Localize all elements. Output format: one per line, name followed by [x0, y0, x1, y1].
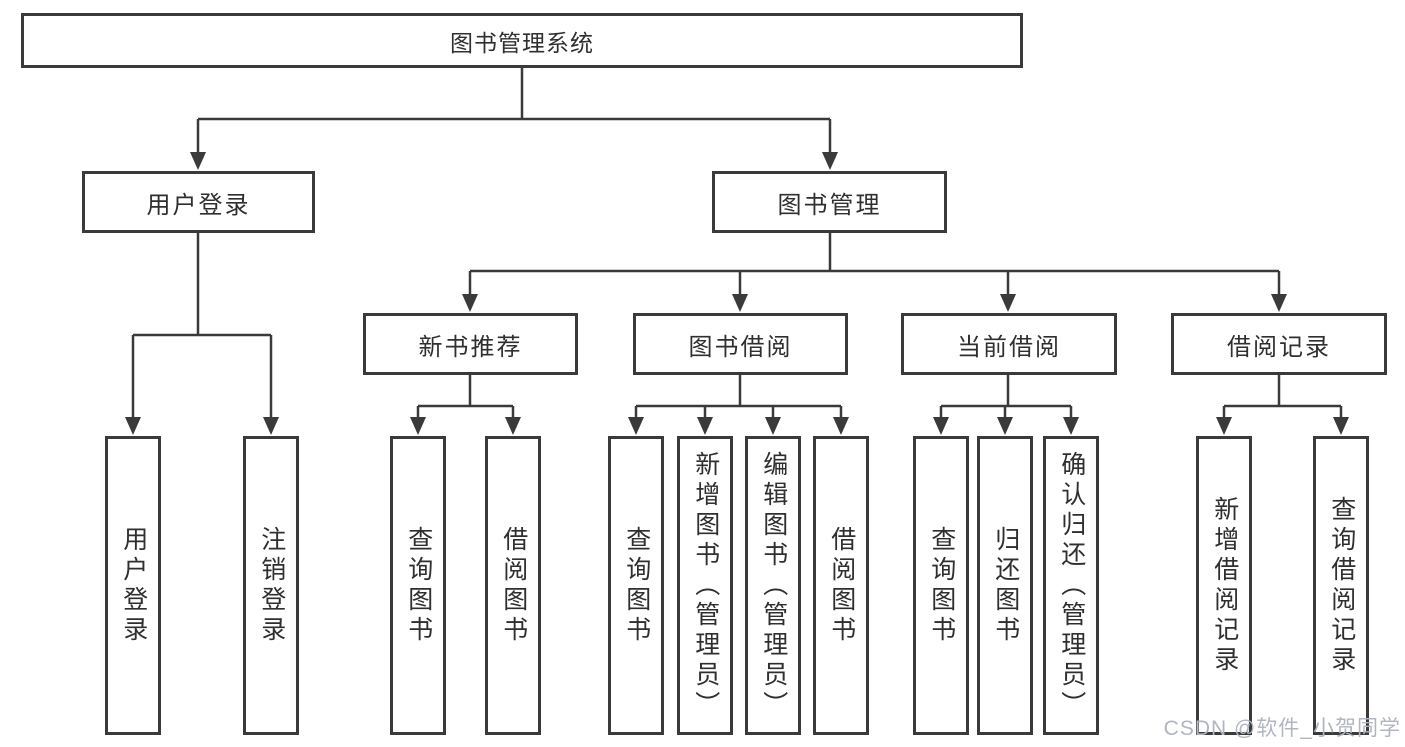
- node-root-label: 图书管理系统: [450, 29, 594, 56]
- watermark: CSDN @软件_小贺同学: [1163, 717, 1401, 740]
- leaf-query-books-current: 查询图书: [913, 436, 969, 735]
- leaf-logout: 注销登录: [243, 436, 299, 735]
- leaf-query-books-borrow: 查询图书: [608, 436, 664, 735]
- leaf-borrow-books: 借阅图书: [813, 436, 869, 735]
- leaf-query-borrow-record-label: 查询借阅记录: [1327, 495, 1356, 676]
- leaf-user-login-label: 用户登录: [119, 525, 148, 646]
- node-book-management-label: 图书管理: [777, 191, 882, 219]
- leaf-logout-label: 注销登录: [257, 525, 286, 646]
- node-new-book-recommend-label: 新书推荐: [418, 333, 523, 361]
- leaf-add-books-admin-label: 新增图书（管理员）: [691, 450, 720, 721]
- node-book-borrow: 图书借阅: [633, 313, 848, 375]
- node-root: 图书管理系统: [21, 13, 1023, 68]
- leaf-return-books: 归还图书: [977, 436, 1033, 735]
- node-current-borrow-label: 当前借阅: [957, 333, 1061, 361]
- leaf-borrow-books-recommend-label: 借阅图书: [499, 525, 528, 646]
- leaf-query-books-recommend: 查询图书: [390, 436, 446, 735]
- node-current-borrow: 当前借阅: [901, 313, 1117, 375]
- leaf-return-books-label: 归还图书: [991, 525, 1020, 646]
- leaf-add-borrow-record: 新增借阅记录: [1196, 436, 1252, 735]
- node-user-login: 用户登录: [82, 171, 315, 233]
- leaf-borrow-books-recommend: 借阅图书: [485, 436, 541, 735]
- leaf-confirm-return-admin: 确认归还（管理员）: [1043, 436, 1099, 735]
- leaf-user-login: 用户登录: [105, 436, 161, 735]
- leaf-query-books-borrow-label: 查询图书: [622, 525, 651, 646]
- leaf-confirm-return-admin-label: 确认归还（管理员）: [1057, 450, 1086, 721]
- node-book-borrow-label: 图书借阅: [688, 333, 793, 361]
- node-borrow-records-label: 借阅记录: [1227, 333, 1331, 361]
- node-borrow-records: 借阅记录: [1171, 313, 1387, 375]
- leaf-add-books-admin: 新增图书（管理员）: [677, 436, 733, 735]
- leaf-edit-books-admin: 编辑图书（管理员）: [745, 436, 801, 735]
- leaf-edit-books-admin-label: 编辑图书（管理员）: [759, 450, 788, 721]
- node-new-book-recommend: 新书推荐: [363, 313, 578, 375]
- leaf-add-borrow-record-label: 新增借阅记录: [1210, 495, 1239, 676]
- node-user-login-label: 用户登录: [146, 191, 251, 219]
- node-book-management: 图书管理: [712, 171, 947, 233]
- leaf-query-books-recommend-label: 查询图书: [404, 525, 433, 646]
- leaf-borrow-books-label: 借阅图书: [827, 525, 856, 646]
- leaf-query-books-current-label: 查询图书: [927, 525, 956, 646]
- leaf-query-borrow-record: 查询借阅记录: [1313, 436, 1369, 735]
